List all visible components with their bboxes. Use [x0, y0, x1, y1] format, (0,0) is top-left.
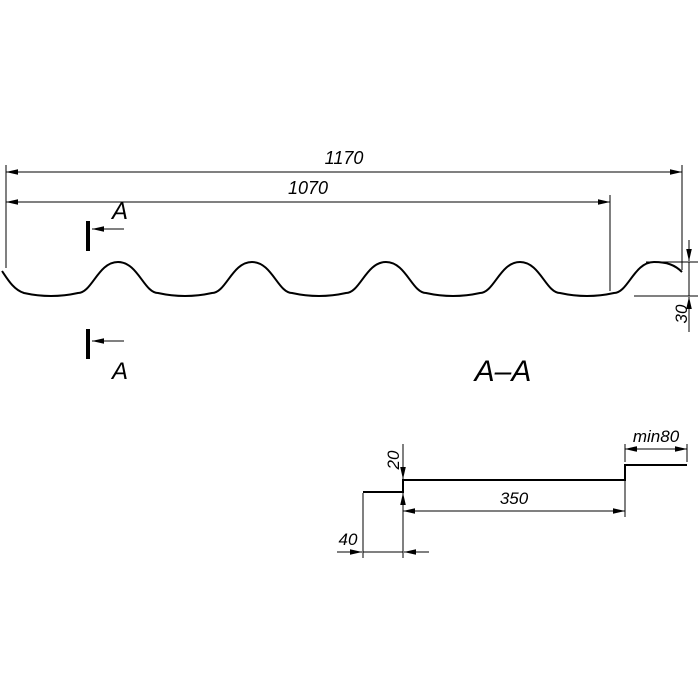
section-view: A–A 20 min80 350 [337, 355, 688, 558]
tile-profile-outline [1, 260, 683, 297]
dimension-cover-width: 1070 [5, 178, 611, 205]
dim-wave-height-label: 30 [672, 304, 691, 323]
dim-overlap-label: min80 [633, 427, 680, 446]
dim-module-length-label: 350 [500, 489, 529, 508]
dim-cover-width-label: 1070 [288, 178, 328, 198]
dimension-edge-offset: 40 [337, 493, 429, 558]
section-title: A–A [473, 355, 532, 388]
section-mark-bottom: A [86, 329, 128, 385]
dim-total-width-label: 1170 [325, 148, 364, 168]
section-mark-top: A [86, 198, 128, 251]
dimension-wave-height: 30 [634, 240, 698, 332]
section-profile-outline [363, 464, 687, 493]
front-view: 1170 1070 30 A A [1, 148, 698, 385]
section-letter-bottom: A [110, 358, 128, 385]
section-letter-top: A [110, 198, 128, 225]
dim-edge-offset-label: 40 [339, 530, 358, 549]
dimension-step-height: 20 [384, 444, 406, 520]
dimension-min-overlap: min80 [624, 427, 688, 462]
dim-step-height-label: 20 [384, 450, 403, 470]
dimension-module-length: 350 [402, 481, 626, 517]
dimension-total-width: 1170 [5, 148, 683, 175]
